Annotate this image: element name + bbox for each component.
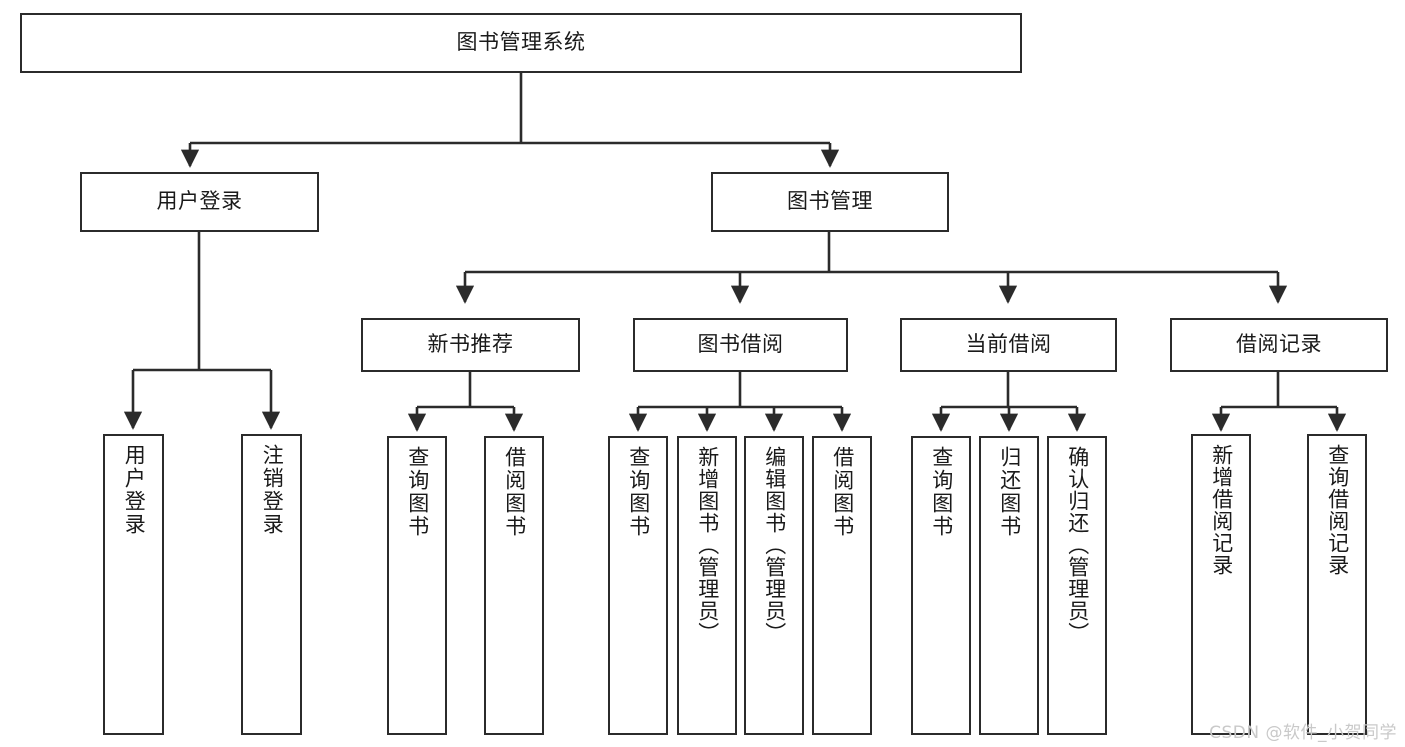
node-label: 归还图书 (997, 446, 1022, 538)
leaf-borrow-book-recommend[interactable]: 借阅图书 (484, 436, 544, 735)
node-label: 借阅图书 (502, 446, 527, 538)
node-label: 编辑图书（管理员） (762, 446, 787, 644)
csdn-watermark: CSDN @软件_小贺同学 (1209, 723, 1397, 743)
leaf-edit-book-admin[interactable]: 编辑图书（管理员） (744, 436, 804, 735)
node-label: 借阅图书 (830, 446, 855, 538)
node-label: 当前借阅 (965, 332, 1052, 357)
leaf-borrow-book[interactable]: 借阅图书 (812, 436, 872, 735)
node-user-login[interactable]: 用户登录 (80, 172, 319, 232)
node-book-management[interactable]: 图书管理 (711, 172, 949, 232)
node-label: 用户登录 (156, 189, 243, 214)
node-new-book-recommend[interactable]: 新书推荐 (361, 318, 580, 372)
node-label: 注销登录 (260, 444, 285, 536)
leaf-query-book-borrow[interactable]: 查询图书 (608, 436, 668, 735)
node-label: 图书借阅 (697, 332, 784, 357)
node-book-borrow[interactable]: 图书借阅 (633, 318, 848, 372)
node-label: 新书推荐 (427, 332, 514, 357)
leaf-add-borrow-record[interactable]: 新增借阅记录 (1191, 434, 1251, 735)
node-current-borrow[interactable]: 当前借阅 (900, 318, 1117, 372)
node-label: 借阅记录 (1236, 332, 1322, 357)
leaf-logout[interactable]: 注销登录 (241, 434, 302, 735)
leaf-return-book[interactable]: 归还图书 (979, 436, 1039, 735)
node-label: 查询图书 (405, 446, 430, 538)
node-label: 查询图书 (626, 446, 651, 538)
node-label: 图书管理系统 (456, 30, 586, 55)
node-label: 用户登录 (122, 444, 147, 536)
leaf-confirm-return-admin[interactable]: 确认归还（管理员） (1047, 436, 1107, 735)
leaf-add-book-admin[interactable]: 新增图书（管理员） (677, 436, 737, 735)
node-label: 新增借阅记录 (1209, 444, 1234, 576)
node-label: 确认归还（管理员） (1065, 446, 1090, 644)
node-label: 新增图书（管理员） (695, 446, 720, 644)
node-label: 查询借阅记录 (1325, 444, 1350, 576)
leaf-query-book-recommend[interactable]: 查询图书 (387, 436, 447, 735)
node-borrow-record[interactable]: 借阅记录 (1170, 318, 1388, 372)
node-label: 图书管理 (787, 189, 873, 214)
node-label: 查询图书 (929, 446, 954, 538)
leaf-query-borrow-record[interactable]: 查询借阅记录 (1307, 434, 1367, 735)
leaf-user-login[interactable]: 用户登录 (103, 434, 164, 735)
node-root-system[interactable]: 图书管理系统 (20, 13, 1022, 73)
leaf-query-book-current[interactable]: 查询图书 (911, 436, 971, 735)
